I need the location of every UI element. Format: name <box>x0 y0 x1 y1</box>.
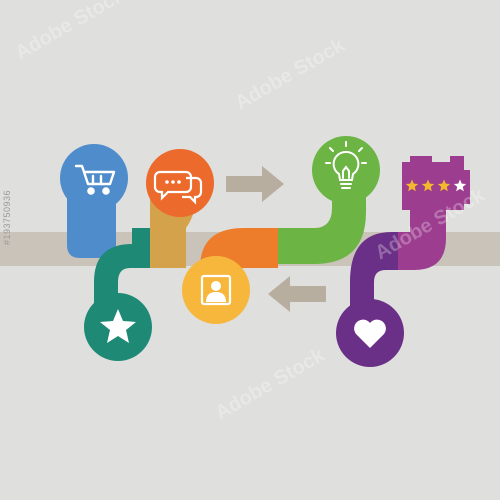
heart-connector <box>350 232 398 320</box>
arrow-left <box>268 276 326 312</box>
node-idea <box>312 136 380 204</box>
teal-connector <box>94 228 150 316</box>
stock-id-watermark: #193750936 <box>2 189 12 245</box>
rating-star-icon <box>405 179 419 192</box>
shopping-cart-icon <box>74 164 116 195</box>
rating-stars-icon <box>405 179 467 192</box>
idea-connector <box>278 186 366 264</box>
node-user <box>182 256 250 324</box>
node-cart <box>60 144 128 212</box>
lightbulb-icon <box>325 141 367 189</box>
stock-mark: Adobe Stock <box>232 34 350 115</box>
rating-connector <box>398 200 446 270</box>
node-rating <box>402 156 470 210</box>
user-icon <box>200 274 232 306</box>
arrow-right <box>226 166 284 202</box>
rating-star-icon <box>437 179 451 192</box>
node-chat <box>146 149 214 217</box>
rating-star-icon <box>421 179 435 192</box>
node-favorite <box>84 293 152 361</box>
star-icon <box>100 309 136 343</box>
node-love <box>336 299 404 367</box>
heart-icon <box>354 319 386 348</box>
stock-mark: Adobe Stock <box>212 344 330 425</box>
stock-mark: Adobe Stock <box>12 0 130 64</box>
chat-bubbles-icon <box>153 170 203 205</box>
rating-star-icon <box>453 179 467 192</box>
